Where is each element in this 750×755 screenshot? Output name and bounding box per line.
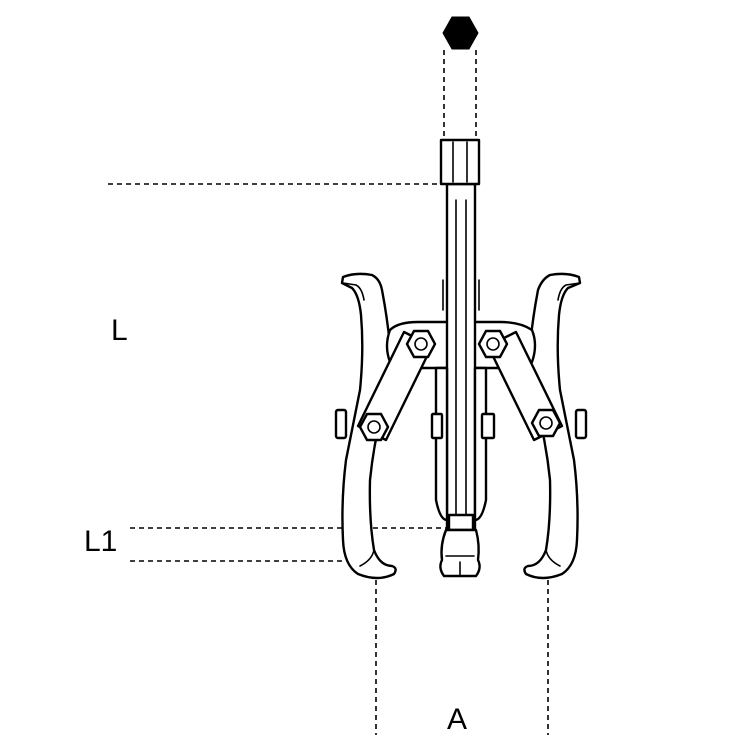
outer-pivot-bolts: [334, 408, 588, 440]
right-upper-nut: [477, 329, 509, 359]
left-guide-plate: [434, 366, 449, 522]
centering-point: [439, 528, 481, 578]
dimension-lines: [108, 50, 549, 735]
right-pivot-bolt: [574, 408, 588, 440]
dimension-label-L: L: [111, 314, 128, 347]
guide-bolt-left: [430, 412, 444, 440]
spindle-rod: [445, 182, 477, 531]
left-upper-nut: [405, 329, 437, 359]
dimension-label-A: A: [447, 703, 468, 736]
guide-bolt-right: [480, 412, 496, 440]
left-lower-nut: [358, 412, 390, 442]
right-link-arm: [477, 329, 564, 442]
center-guide: [430, 366, 496, 522]
spindle-tip: [439, 513, 481, 578]
spindle: [442, 182, 480, 531]
left-pivot-bolt: [334, 408, 348, 440]
spindle-head: [439, 138, 481, 186]
spindle-hex-head: [439, 138, 481, 186]
hexagon-icon: [442, 16, 479, 50]
dimension-label-L1: L1: [84, 525, 118, 558]
spindle-collar: [447, 513, 475, 532]
left-link-arm: [356, 329, 437, 442]
right-guide-plate: [473, 366, 488, 522]
right-lower-nut: [530, 408, 562, 438]
